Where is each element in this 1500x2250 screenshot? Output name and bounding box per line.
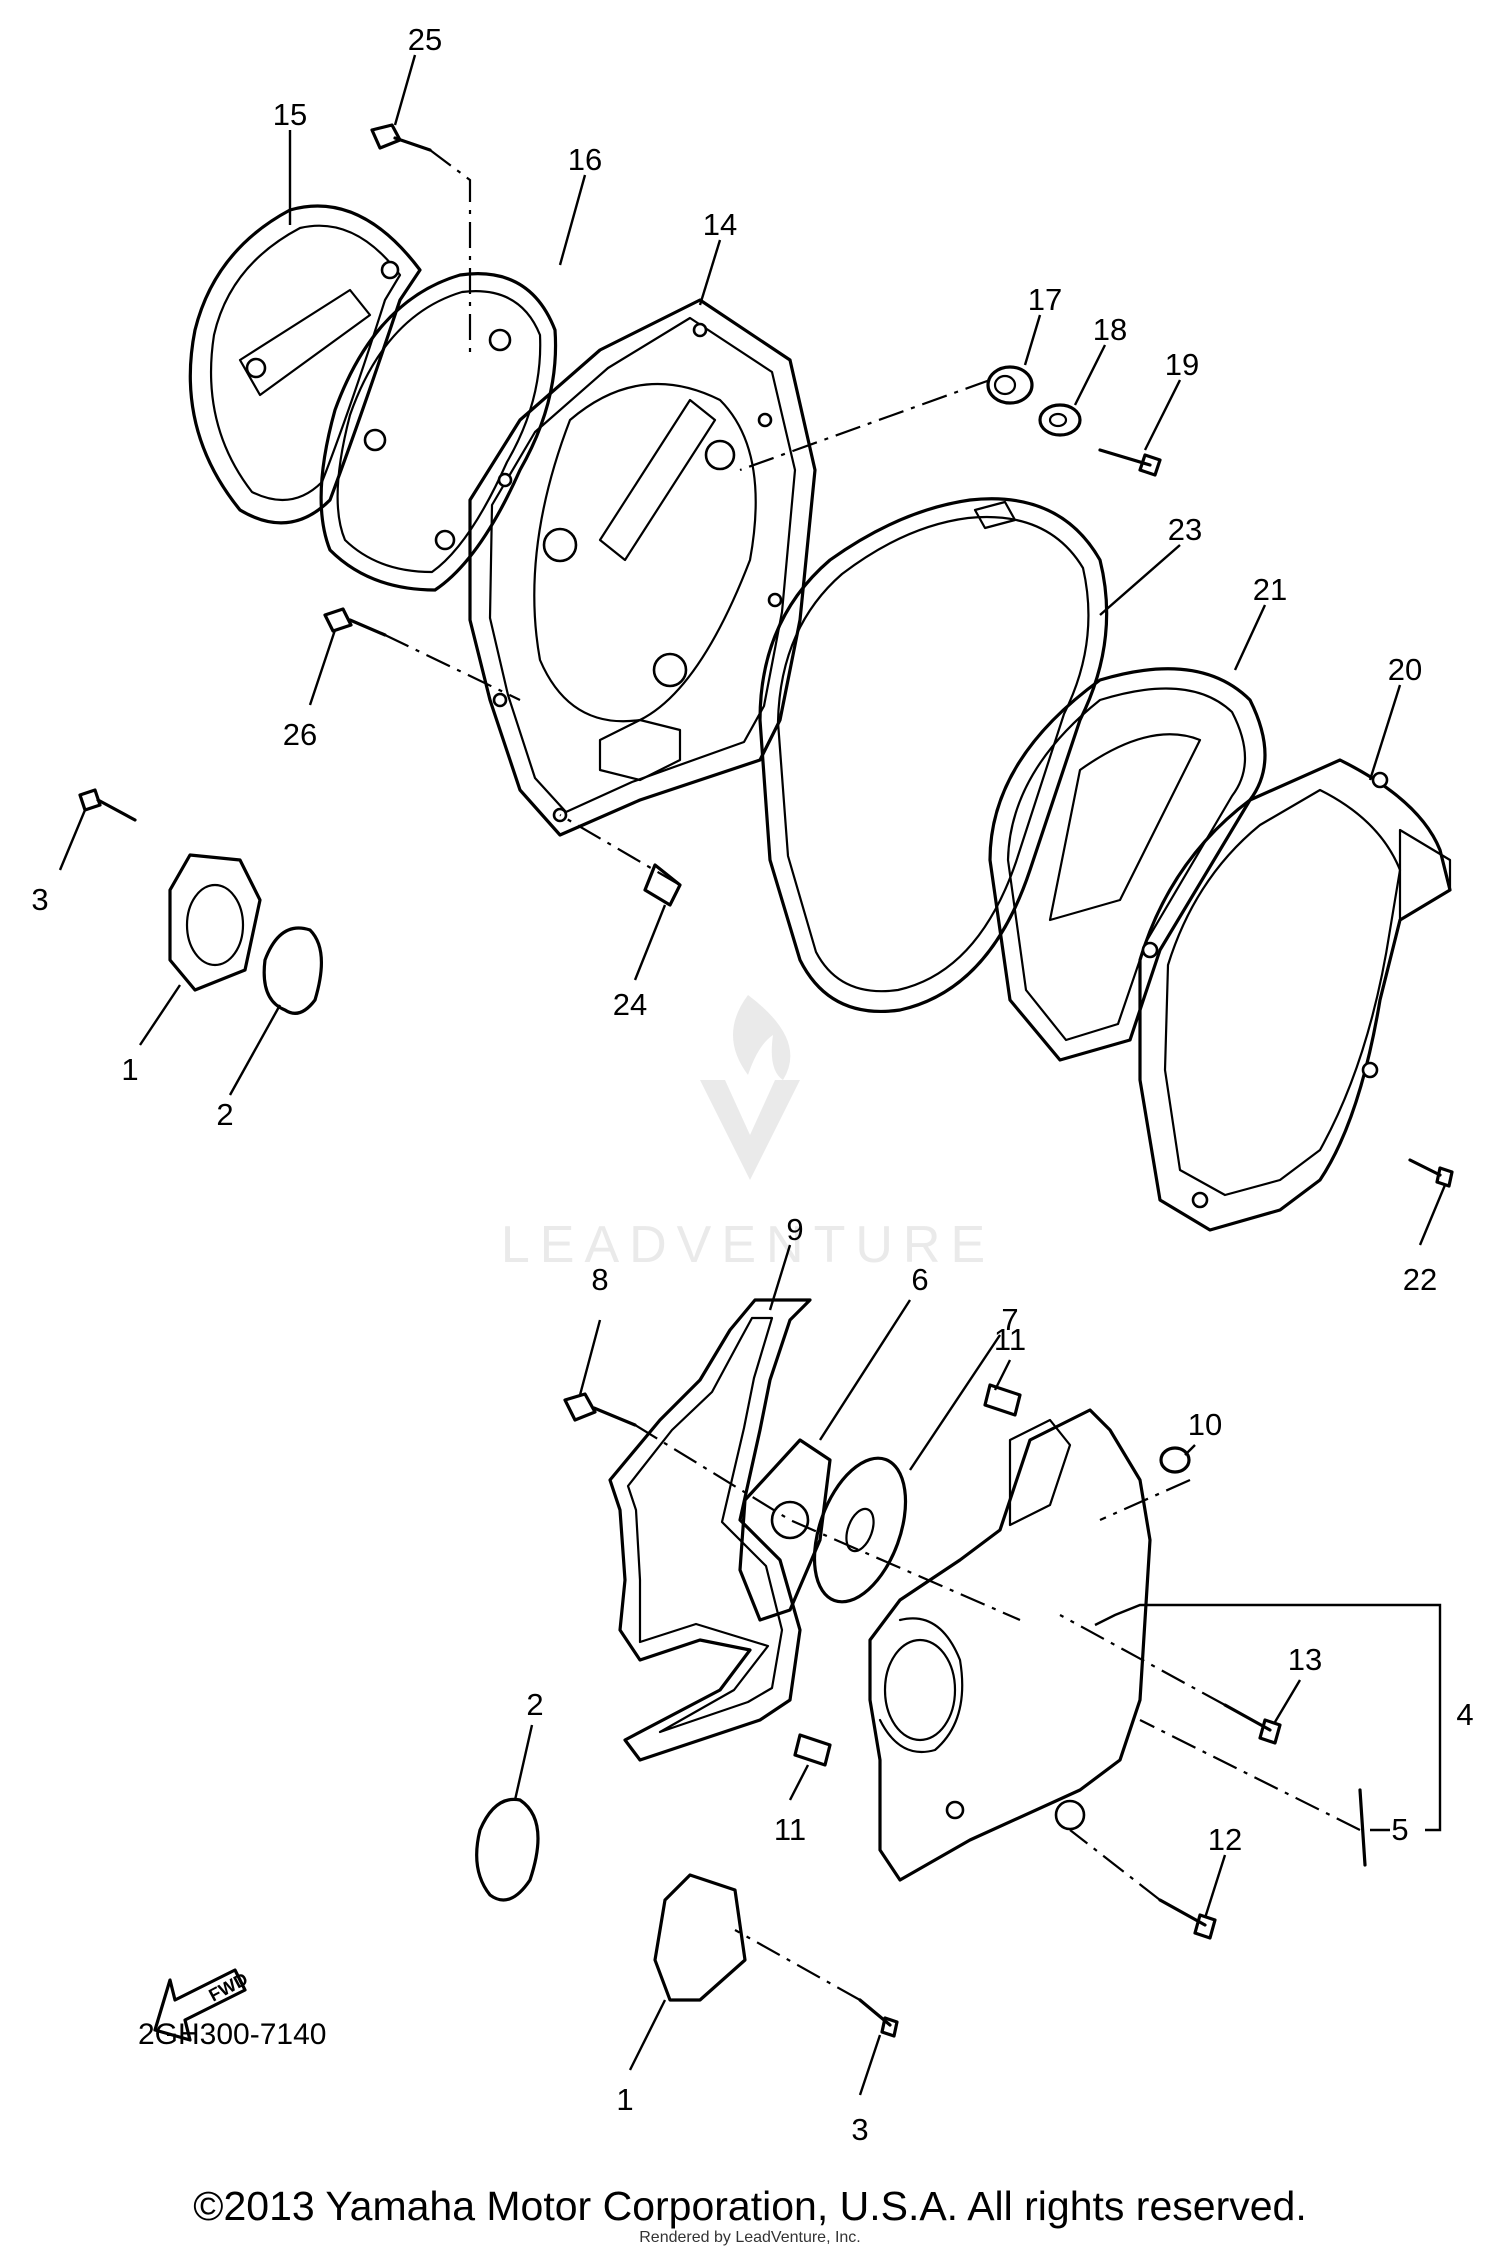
part-1-cap: [168, 853, 262, 992]
callout-22: 22: [1403, 1262, 1437, 1297]
part-26-bolt: [323, 607, 387, 637]
rendered-by-notice: Rendered by LeadVenture, Inc.: [639, 2229, 861, 2246]
callout-11: 11: [994, 1322, 1026, 1357]
callout-2: 2: [216, 1097, 233, 1132]
callout-20: 20: [1388, 652, 1422, 687]
callout-17: 17: [1028, 282, 1062, 317]
callout-14: 14: [703, 207, 737, 242]
callout-7: 7: [1001, 1302, 1018, 1337]
callout-13: 13: [1288, 1642, 1322, 1677]
part-19-bolt: [1098, 448, 1162, 477]
part-4-pump-housing: [868, 1408, 1152, 1882]
part-3-screw-lower: [858, 1998, 899, 2038]
part-13-bolt: [1223, 1703, 1282, 1745]
callout-25: 25: [408, 22, 442, 57]
callout-16: 16: [568, 142, 602, 177]
callout-2-lower: 2: [526, 1687, 543, 1722]
part-16-gasket: [319, 272, 558, 592]
part-5-pin: [1358, 1788, 1367, 1867]
part-25-bolt: [370, 123, 432, 152]
callout-26: 26: [283, 717, 317, 752]
callout-24: 24: [613, 987, 647, 1022]
part-17-grommet: [986, 365, 1034, 405]
part-1-cap-lower: [653, 1873, 747, 2002]
callout-18: 18: [1093, 312, 1127, 347]
callout-3: 3: [31, 882, 48, 917]
callout-leaders: [58, 54, 1447, 2096]
callout-10: 10: [1188, 1407, 1222, 1442]
callout-4: 4: [1456, 1697, 1473, 1732]
part-11-dowel: [983, 1383, 1022, 1417]
part-21-gasket: [988, 667, 1267, 1062]
part-9-gasket: [608, 1298, 812, 1762]
watermark-text: LEADVENTURE: [501, 1216, 995, 1274]
callout-21: 21: [1253, 572, 1287, 607]
callout-23: 23: [1168, 512, 1202, 547]
part-2-o-ring: [262, 926, 324, 1015]
part-20-cover: [1138, 758, 1452, 1232]
part-3-screw: [78, 788, 137, 822]
part-23-gasket: [758, 497, 1109, 1013]
callout-12: 12: [1208, 1822, 1242, 1857]
watermark-logo: LEADVENTURE: [501, 995, 995, 1274]
callout-6: 6: [911, 1262, 928, 1297]
callout-5: 5: [1391, 1812, 1408, 1847]
diagram-code: 2GH300-7140: [138, 2018, 327, 2051]
part-11-dowel-lower: [793, 1733, 832, 1767]
part-14-crankcase-cover: [468, 298, 817, 837]
assembly-guide-lines: [384, 149, 1442, 2001]
part-10-grommet: [1159, 1446, 1191, 1474]
callout-3-lower: 3: [851, 2112, 868, 2147]
callout-15: 15: [273, 97, 307, 132]
copyright-notice: ©2013 Yamaha Motor Corporation, U.S.A. A…: [193, 2183, 1307, 2229]
callout-1: 1: [121, 1052, 138, 1087]
callout-1-lower: 1: [616, 2082, 633, 2117]
callout-8: 8: [591, 1262, 608, 1297]
callout-19: 19: [1165, 347, 1199, 382]
callout-9: 9: [786, 1212, 803, 1247]
part-18-washer: [1038, 403, 1082, 437]
part-22-screw: [1408, 1158, 1454, 1188]
callout-11-lower: 11: [774, 1812, 806, 1847]
part-7-washer: [812, 1456, 908, 1604]
part-8-bolt: [563, 1392, 637, 1427]
part-24-dowel: [643, 863, 682, 907]
part-6-impeller: [738, 1438, 832, 1622]
callout-labels: 25 15 16 14 17 18 19 23 21 20 26 3 24 1 …: [31, 22, 1473, 2147]
part-2-o-ring-lower: [475, 1797, 540, 1902]
part-15-cover-plate: [188, 204, 422, 525]
part-12-bolt: [1158, 1898, 1217, 1940]
